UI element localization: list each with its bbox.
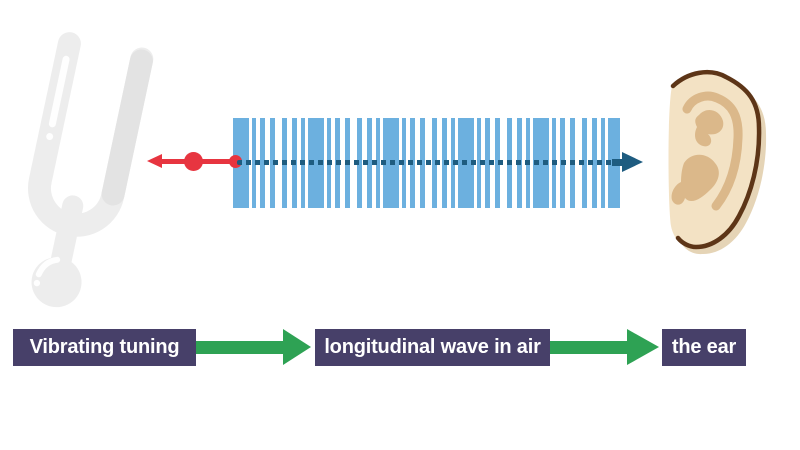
wave-axis-dashes	[237, 160, 617, 165]
vibration-dot-mid	[184, 152, 203, 171]
label-longitudinal-wave: longitudinal wave in air	[315, 329, 550, 366]
label-the-ear: the ear	[662, 329, 746, 366]
flow-arrow-1-head-icon	[283, 329, 311, 365]
tuning-fork-icon	[28, 32, 154, 308]
flow-arrow-2-head-icon	[627, 329, 659, 365]
label-vibrating-tuning: Vibrating tuning	[13, 329, 196, 366]
flow-arrow-1-stem	[196, 341, 283, 354]
ear-icon	[668, 69, 767, 255]
wave-axis-stub	[612, 159, 624, 166]
wave-direction-arrow-icon	[622, 152, 643, 172]
flow-arrow-2-stem	[550, 341, 627, 354]
vibration-arrow-head-icon	[147, 154, 162, 168]
